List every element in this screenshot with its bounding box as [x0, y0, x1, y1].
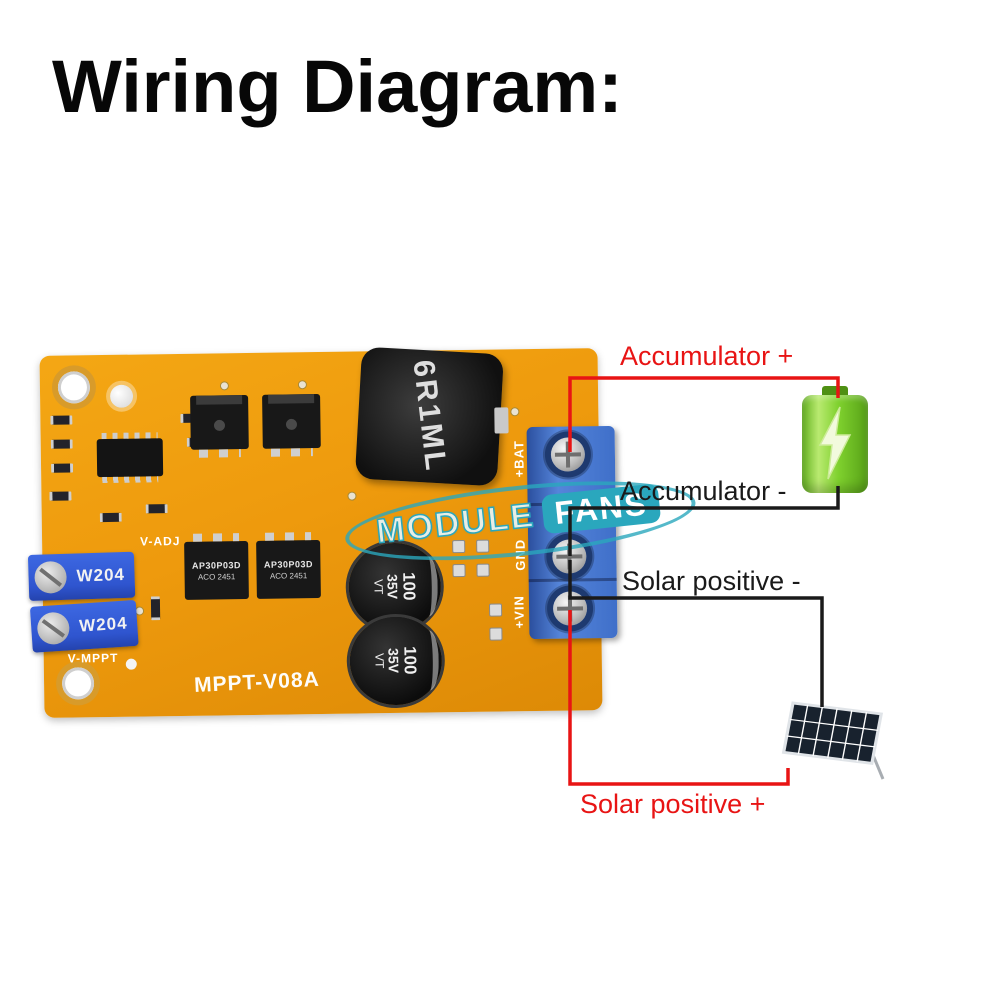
capacitor-label: 100 35V VT [372, 646, 420, 676]
diode-component [150, 596, 161, 621]
silkscreen-v-mppt: V-MPPT [67, 650, 119, 666]
mosfet-date-code: ACO 2451 [269, 570, 308, 581]
indicator-led [125, 658, 137, 670]
mosfet-part-number: AP30P03D [263, 558, 314, 570]
inductor-label: 6R1ML [406, 358, 453, 475]
electrolytic-capacitor: 100 35V VT [349, 616, 443, 706]
capacitor-stripe [418, 556, 439, 617]
solar-panel-grid [786, 704, 879, 762]
terminal-screw-bat [550, 437, 586, 472]
capacitor-label: 100 35V VT [371, 572, 419, 602]
via-pad [297, 380, 307, 390]
solar-panel-icon [781, 701, 885, 780]
lightning-icon [818, 406, 852, 480]
trimmer-label: W204 [76, 564, 126, 586]
trimmer-potentiometer: W204 [29, 599, 139, 653]
silkscreen-vin-label: +VIN [511, 595, 527, 629]
capacitor-voltage: 35V [384, 574, 401, 600]
trimmer-potentiometer: W204 [27, 551, 136, 602]
smd-component [51, 463, 74, 473]
smd-component [50, 415, 73, 425]
silkscreen-bat-label: +BAT [511, 439, 527, 478]
silkscreen-v-adj: V-ADJ [140, 533, 181, 549]
smd-component [49, 491, 72, 501]
mosfet-part-number: AP30P03D [191, 559, 242, 571]
via-pad [219, 381, 229, 391]
mosfet [190, 395, 249, 450]
mosfet: AP30P03D ACO 2451 [184, 541, 249, 600]
solder-pad [452, 563, 466, 578]
terminal-screw-vin [552, 591, 588, 626]
label-solar-plus: Solar positive + [580, 789, 766, 819]
trimmer-screw [34, 560, 68, 594]
mounting-hole [61, 667, 95, 700]
trimmer-label: W204 [78, 613, 129, 636]
capacitor-series: VT [372, 653, 387, 669]
inductor-solder-tab [494, 407, 509, 434]
smd-component [50, 439, 73, 449]
capacitor-voltage: 35V [385, 648, 402, 674]
page-title: Wiring Diagram: [52, 45, 623, 128]
via-pad [510, 407, 520, 417]
battery-icon [802, 386, 868, 494]
solder-pad [476, 563, 490, 577]
terminal-divider [528, 577, 617, 583]
mosfet: AP30P03D ACO 2451 [256, 540, 321, 599]
solar-panel-face [781, 701, 884, 765]
mounting-hole [57, 371, 91, 404]
solar-panel-stand [871, 754, 885, 780]
power-inductor: 6R1ML [354, 346, 504, 487]
smd-component [145, 504, 168, 514]
trimmer-screw [36, 611, 71, 646]
mosfet-mark [285, 418, 298, 430]
label-solar-minus: Solar positive - [622, 566, 801, 596]
capacitor-value: 100 [400, 646, 420, 676]
capacitor-series: VT [371, 579, 386, 595]
board-model-label: MPPT-V08A [193, 667, 321, 697]
round-led [109, 384, 134, 408]
solder-pad [489, 603, 503, 617]
capacitor-stripe [419, 630, 440, 691]
capacitor-value: 100 [399, 572, 419, 602]
mosfet [262, 393, 321, 449]
lightning-shape [818, 406, 852, 480]
label-accumulator-minus: Accumulator - [620, 476, 787, 506]
smd-component [99, 512, 122, 523]
mosfet-date-code: ACO 2451 [197, 571, 236, 582]
solder-pad [489, 627, 503, 641]
label-accumulator-plus: Accumulator + [620, 341, 794, 371]
mosfet-mark [213, 419, 226, 431]
ic-chip [96, 438, 164, 478]
